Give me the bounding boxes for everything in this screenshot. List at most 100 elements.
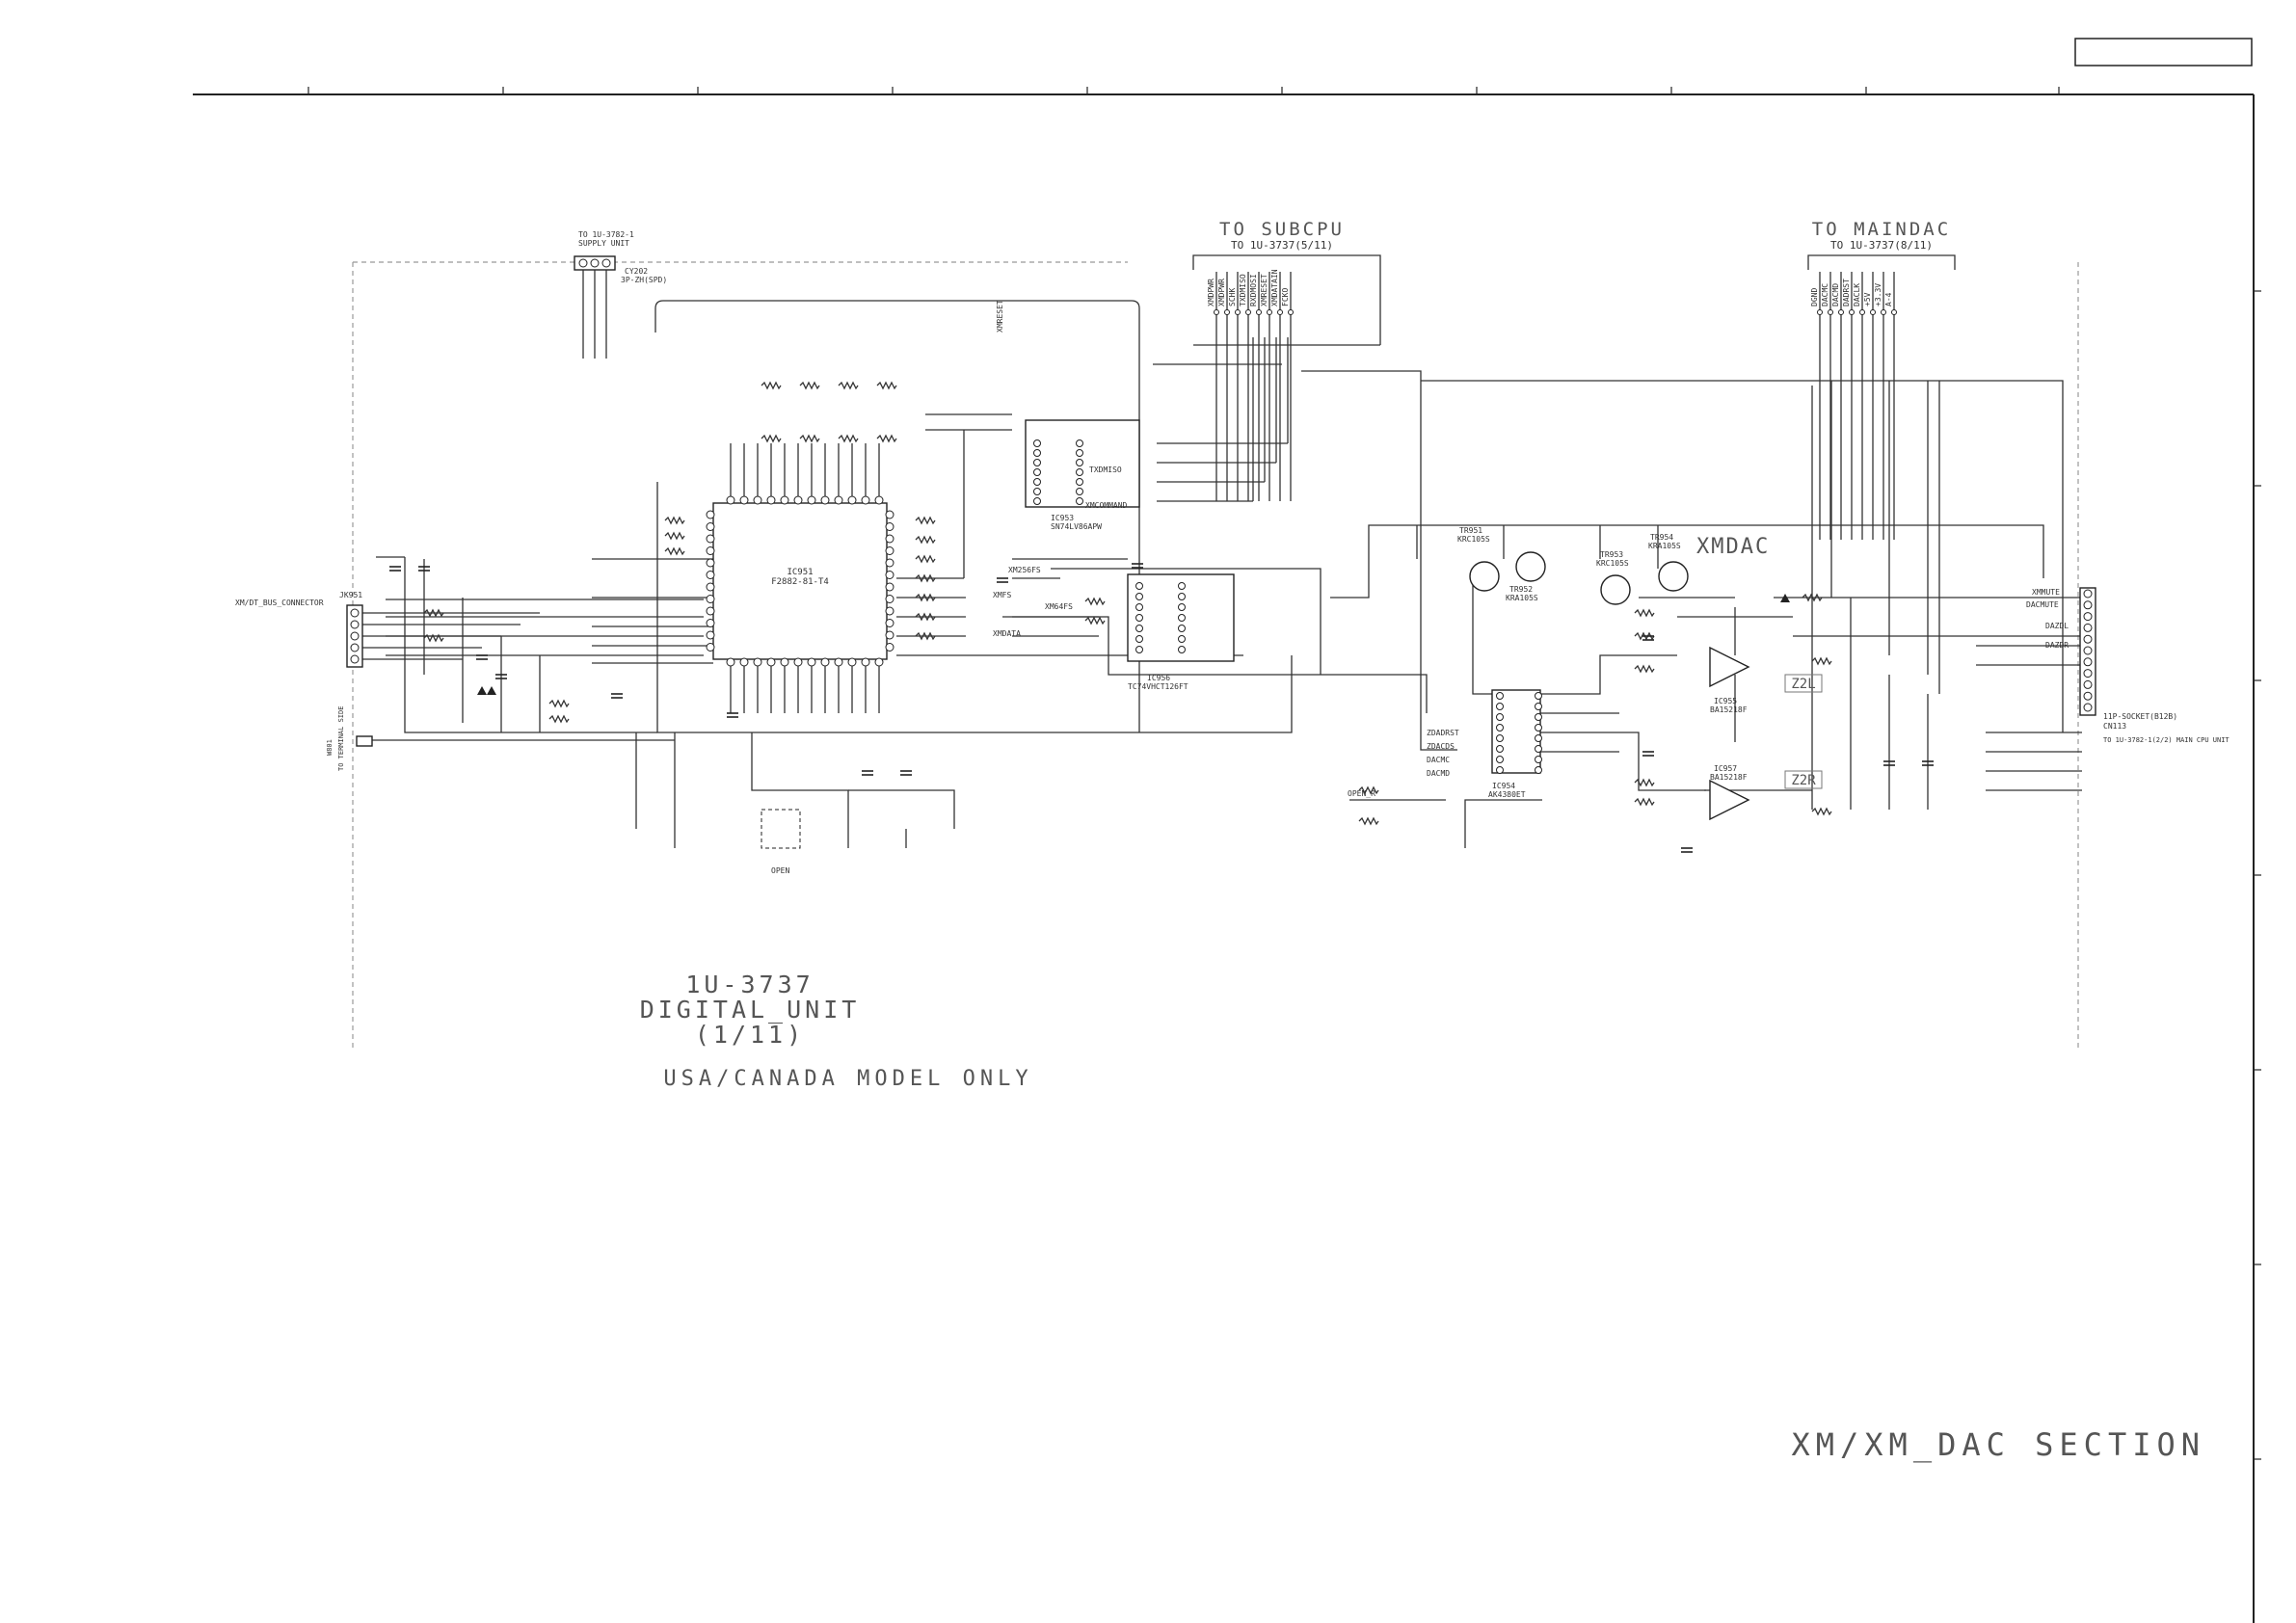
ic951-pin xyxy=(847,657,857,667)
ic951-pin xyxy=(885,571,894,579)
ic955-ref: IC955 xyxy=(1714,697,1737,705)
ic953-pin xyxy=(1033,488,1041,495)
ic951-pin xyxy=(793,495,803,505)
jk951-name: XM/DT_BUS_CONNECTOR xyxy=(235,599,324,607)
signal-label: DACLK xyxy=(1853,283,1861,306)
unit-label-line1: 1U-3737 xyxy=(685,971,814,998)
resistor xyxy=(838,434,859,443)
ic956-part: TC74VHCT126FT xyxy=(1128,682,1188,691)
resistor xyxy=(915,516,936,525)
ic956-pin xyxy=(1178,625,1186,632)
ic951-pin xyxy=(739,657,749,667)
ic951-ref: IC951 xyxy=(787,568,813,577)
ic951-part: F2882-81-T4 xyxy=(771,577,829,587)
jk951-pin xyxy=(350,654,360,664)
ic951-pin xyxy=(847,495,857,505)
ic953-pin xyxy=(1076,478,1083,486)
z2r-label: Z2R xyxy=(1791,773,1816,788)
jk951-ref: JK951 xyxy=(339,591,362,599)
cn113-pin xyxy=(2083,703,2093,712)
wiring xyxy=(357,300,2082,848)
cn113-pin xyxy=(2083,646,2093,655)
signal-label: +3.3V xyxy=(1874,283,1882,306)
z2l-label: Z2L xyxy=(1791,677,1815,692)
net-xm256fs: XM256FS xyxy=(1008,566,1041,574)
ic954-pin xyxy=(1496,692,1504,700)
ic955-opamp: IC955 BA15218F xyxy=(1709,646,1750,714)
resistor xyxy=(799,434,820,443)
signal-label: +5V xyxy=(1863,292,1872,306)
supply-title: TO 1U-3782-1 xyxy=(578,230,634,239)
ic954-pin xyxy=(1535,766,1542,774)
ic953-pin xyxy=(1076,449,1083,457)
cn113-pin xyxy=(2083,691,2093,701)
ic951-pin xyxy=(706,558,715,568)
to-subcpu-sub: TO 1U-3737(5/11) xyxy=(1231,239,1333,252)
ic953: IC953 SN74LV86APW xyxy=(1025,419,1140,531)
resistor xyxy=(1634,797,1655,807)
transistors: TR951 KRC105S TR952 KRA105S TR953 KRC105… xyxy=(1457,526,1689,605)
ic956-pin xyxy=(1178,593,1186,600)
title-block-box xyxy=(2074,38,2253,67)
ic951-pin xyxy=(885,534,894,544)
ic954-pin xyxy=(1535,724,1542,732)
tr954: TR954 KRA105S xyxy=(1648,533,1689,592)
ic951-pin xyxy=(706,595,715,603)
sheet-frame xyxy=(193,38,2261,1623)
ic951-pin xyxy=(766,657,776,667)
net-dacmute: DACMUTE xyxy=(2026,600,2059,609)
resistor xyxy=(915,535,936,545)
resistor xyxy=(1811,807,1832,816)
resistor xyxy=(761,434,782,443)
ic954-pin xyxy=(1535,713,1542,721)
ic953-pin xyxy=(1076,459,1083,466)
ruler-top xyxy=(307,87,2060,94)
cn113-pin xyxy=(2083,612,2093,622)
ic951-pin xyxy=(753,657,762,667)
ic956-pin xyxy=(1135,646,1143,653)
ic956: IC956 TC74VHCT126FT xyxy=(1127,573,1235,691)
ic956-pin xyxy=(1135,625,1143,632)
net-xmreset: XMRESET xyxy=(996,300,1004,333)
cn113-sub: TO 1U-3782-1(2/2) MAIN CPU UNIT xyxy=(2103,736,2229,744)
resistor xyxy=(915,554,936,564)
supply-sub: SUPPLY UNIT xyxy=(578,239,629,248)
tr951-ref: TR951 xyxy=(1459,526,1482,535)
ic953-pins xyxy=(1033,439,1083,505)
ic951-pin xyxy=(834,495,843,505)
signal-terminal xyxy=(1235,309,1241,315)
ic956-pin xyxy=(1178,582,1186,590)
w801-name: TO TERMINAL SIDE xyxy=(337,706,345,771)
signal-label: DACMC xyxy=(1821,283,1829,306)
signal-terminal xyxy=(1891,309,1897,315)
net-dazdr: DAZDR xyxy=(2045,641,2069,650)
cn113-ref: CN113 xyxy=(2103,722,2126,731)
signal-label: DACMD xyxy=(1831,283,1840,306)
ic951-pin xyxy=(807,495,816,505)
net-xm64fs: XM64FS xyxy=(1045,602,1073,611)
ic954-pins xyxy=(1496,692,1542,774)
resistor xyxy=(423,608,444,618)
ic954-pin xyxy=(1496,724,1504,732)
ic957-opamp: IC957 BA15218F xyxy=(1709,764,1750,821)
resistor xyxy=(1358,816,1379,826)
ic951-pin xyxy=(861,495,870,505)
ic954-pin xyxy=(1535,703,1542,710)
signal-terminal xyxy=(1245,309,1251,315)
ic956-pin xyxy=(1178,603,1186,611)
ic954-pin xyxy=(1496,766,1504,774)
tr953: TR953 KRC105S xyxy=(1596,550,1631,605)
net-xmcommand: XMCOMMAND xyxy=(1085,501,1128,510)
resistor xyxy=(664,516,685,525)
signal-terminal xyxy=(1256,309,1262,315)
ic951-pin xyxy=(885,522,894,531)
ic951-pin xyxy=(885,546,894,555)
resistor xyxy=(1084,616,1106,625)
ic951-pin xyxy=(706,619,715,627)
ruler-right xyxy=(2254,290,2261,1460)
ic951-pin xyxy=(885,510,894,519)
diode xyxy=(487,686,496,695)
left-connector: JK951 XM/DT_BUS_CONNECTOR W801 TO TERMIN… xyxy=(235,591,373,771)
